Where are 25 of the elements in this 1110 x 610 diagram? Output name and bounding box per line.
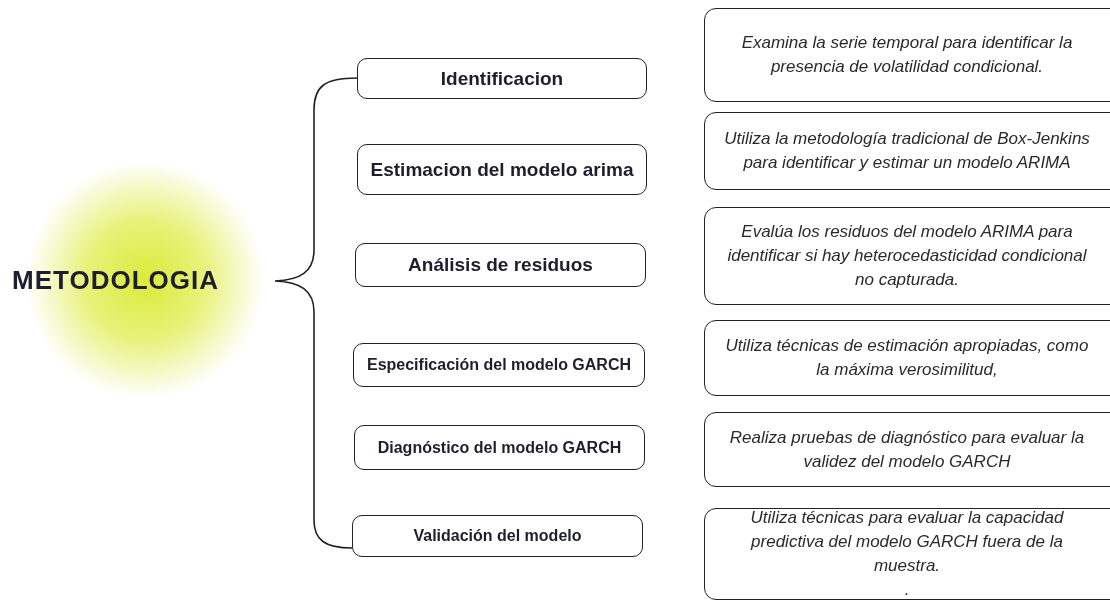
step-box bbox=[357, 58, 647, 99]
step-box bbox=[353, 343, 645, 387]
step-label: Validación del modelo bbox=[413, 526, 582, 546]
description-text: Examina la serie temporal para identificar la presencia de volatilidad condicional. bbox=[740, 32, 1074, 78]
description-box bbox=[704, 508, 1110, 600]
step-label: Especificación del modelo GARCH bbox=[366, 355, 632, 375]
step-box bbox=[357, 144, 647, 195]
description-text: Realiza pruebas de diagnóstico para evaluar la validez del modelo GARCH bbox=[728, 426, 1086, 473]
step-label: Análisis de residuos bbox=[408, 254, 593, 276]
description-text: . bbox=[904, 579, 910, 601]
step-box bbox=[354, 425, 645, 470]
description-text: Utiliza técnicas de estimación apropiadas, como la máxima verosimilitud, bbox=[724, 335, 1090, 381]
description-box bbox=[704, 412, 1110, 487]
step-label: Diagnóstico del modelo GARCH bbox=[377, 437, 622, 458]
description-box bbox=[704, 207, 1110, 305]
description-text: Utiliza técnicas para evaluar la capacidad predictiva del modelo GARCH fuera de la muestra. bbox=[749, 507, 1065, 577]
description-box bbox=[704, 320, 1110, 396]
step-label: Estimacion del modelo arima bbox=[370, 158, 634, 181]
step-box bbox=[352, 515, 643, 557]
description-box bbox=[704, 8, 1110, 102]
description-text: Utiliza la metodología tradicional de Box-Jenkins para identificar y estimar un modelo ARIMA bbox=[723, 128, 1091, 174]
description-box bbox=[704, 112, 1110, 190]
description-text: Evalúa los residuos del modelo ARIMA para identificar si hay heterocedasticidad condicional no capturada. bbox=[726, 221, 1088, 291]
step-box bbox=[355, 243, 646, 287]
step-label: Identificacion bbox=[440, 67, 564, 90]
